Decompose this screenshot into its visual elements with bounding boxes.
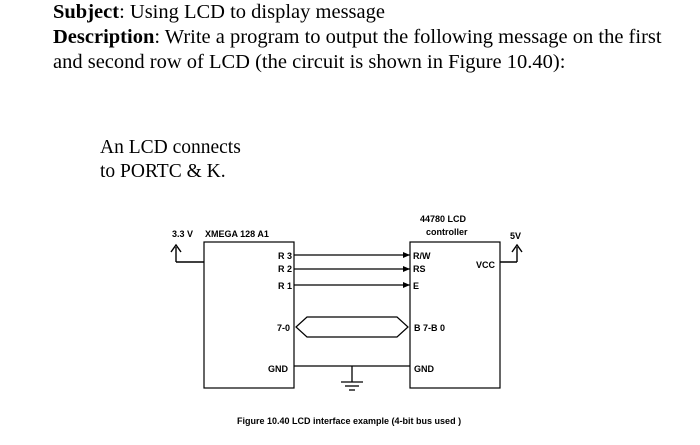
description-paragraph: Description: Write a program to output t… <box>53 25 693 75</box>
right-chip-label-1: 44780 LCD <box>420 214 467 224</box>
note-line-1: An LCD connects <box>100 137 241 158</box>
xmega-chip <box>203 241 295 389</box>
left-pin-3: R 1 <box>278 281 292 291</box>
description-text: : Write a program to output the followin… <box>53 26 662 73</box>
subject-label: Subject <box>53 1 120 23</box>
problem-text: Subject: Using LCD to display message De… <box>53 0 693 75</box>
right-vcc-label: VCC <box>476 260 496 270</box>
right-bus-label: B 7-B 0 <box>414 323 445 333</box>
left-pin-1: R 3 <box>278 251 292 261</box>
subject-line: Subject: Using LCD to display message <box>53 0 693 25</box>
description-label: Description <box>53 26 155 48</box>
left-pin-2: R 2 <box>278 264 292 274</box>
left-supply-label: 3.3 V <box>172 229 193 239</box>
ground-symbol <box>294 365 410 391</box>
note-line-2: to PORTC & K. <box>100 161 226 182</box>
left-supply-arrow <box>170 243 204 263</box>
right-pin-rs: RS <box>413 264 426 274</box>
right-gnd-label: GND <box>414 364 435 374</box>
lcd-controller-chip <box>409 241 501 389</box>
right-supply-label: 5V <box>510 231 521 241</box>
left-bus-label: 7-0 <box>277 323 290 333</box>
right-pin-e: E <box>413 281 419 291</box>
data-bus-arrow <box>295 316 409 338</box>
left-chip-label: XMEGA 128 A1 <box>205 229 269 239</box>
connection-note: An LCD connects to PORTC & K. <box>100 136 241 184</box>
right-pin-rw: R/W <box>413 251 431 261</box>
right-chip-label-2: controller <box>426 227 468 237</box>
right-supply-arrow <box>500 243 523 263</box>
figure-caption: Figure 10.40 LCD interface example (4-bi… <box>237 416 461 426</box>
subject-text: : Using LCD to display message <box>119 1 385 23</box>
left-gnd-label: GND <box>268 364 289 374</box>
